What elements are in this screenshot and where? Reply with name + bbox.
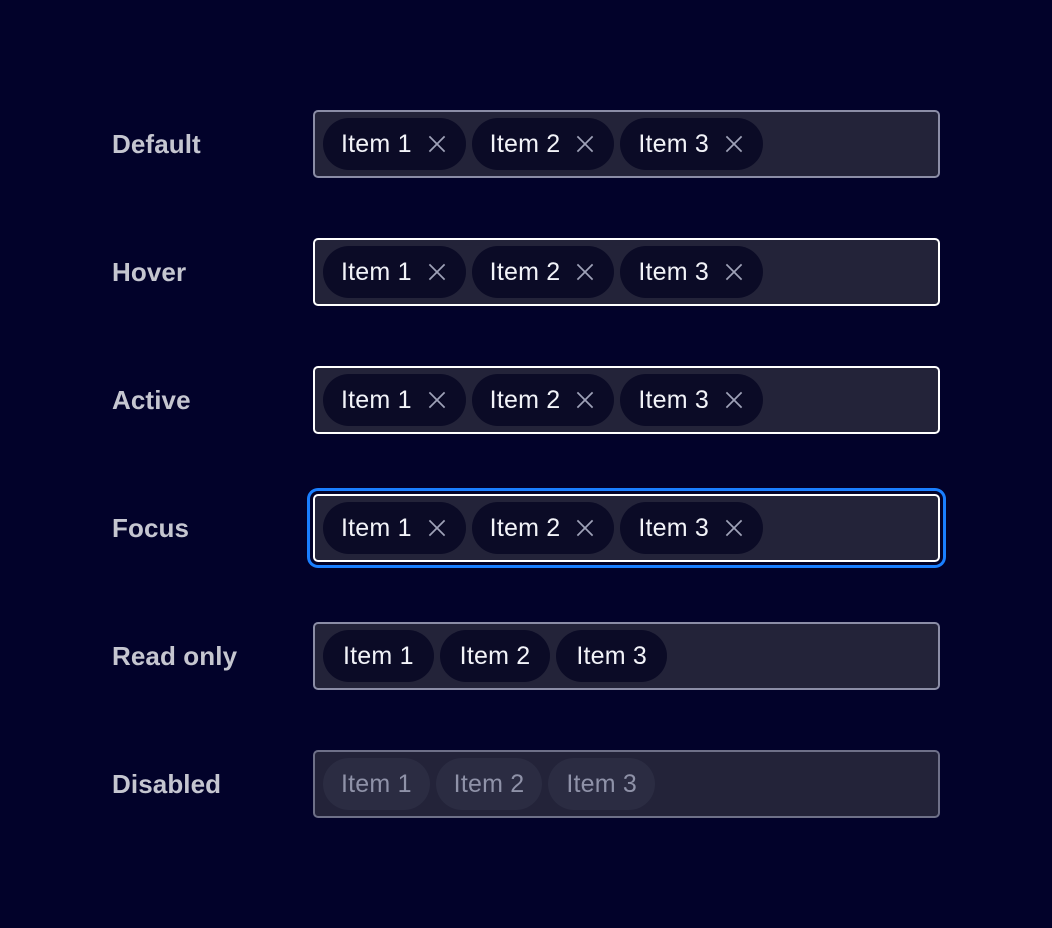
chip: Item 1 [323, 758, 430, 810]
chip-field-disabled: Item 1 Item 2 Item 3 [313, 750, 940, 818]
chip-label: Item 2 [453, 769, 525, 798]
state-row-hover: Hover Item 1 Item 2 Item 3 [112, 232, 940, 312]
chip[interactable]: Item 3 [620, 246, 764, 298]
chip-field-hover[interactable]: Item 1 Item 2 Item 3 [313, 238, 940, 306]
state-row-default: Default Item 1 Item 2 Item 3 [112, 104, 940, 184]
chip-label: Item 1 [341, 129, 412, 158]
state-label-default: Default [112, 128, 201, 159]
chip[interactable]: Item 2 [471, 246, 615, 298]
close-icon[interactable] [426, 517, 448, 539]
chip-label: Item 2 [489, 129, 561, 158]
chip-label: Item 3 [638, 257, 710, 286]
chip-label: Item 3 [638, 513, 710, 542]
chip-label: Item 3 [576, 641, 648, 670]
chip-field-focus[interactable]: Item 1 Item 2 Item 3 [313, 494, 940, 562]
chip-label: Item 1 [341, 257, 412, 286]
chip-label: Item 2 [489, 385, 561, 414]
state-row-disabled: Disabled Item 1 Item 2 Item 3 [112, 744, 940, 824]
chip-label: Item 3 [638, 385, 710, 414]
chip-field-readonly[interactable]: Item 1 Item 2 Item 3 [313, 622, 940, 690]
state-row-active: Active Item 1 Item 2 Item 3 [112, 360, 940, 440]
chip-label: Item 1 [343, 641, 414, 670]
chip[interactable]: Item 2 [471, 118, 615, 170]
chip[interactable]: Item 2 [471, 502, 615, 554]
chip[interactable]: Item 1 [323, 630, 434, 682]
chip[interactable]: Item 3 [620, 374, 764, 426]
chip: Item 2 [435, 758, 543, 810]
chip[interactable]: Item 1 [323, 374, 466, 426]
state-label-disabled: Disabled [112, 768, 222, 799]
close-icon[interactable] [723, 517, 745, 539]
chip-label: Item 2 [459, 641, 531, 670]
close-icon[interactable] [574, 133, 596, 155]
close-icon[interactable] [723, 133, 745, 155]
chip-label: Item 1 [341, 513, 412, 542]
chip-label: Item 1 [341, 385, 412, 414]
state-label-readonly: Read only [112, 640, 238, 671]
close-icon[interactable] [723, 261, 745, 283]
chip[interactable]: Item 2 [471, 374, 615, 426]
chip-label: Item 2 [489, 513, 561, 542]
chip-label: Item 1 [341, 769, 412, 798]
chip-field-active[interactable]: Item 1 Item 2 Item 3 [313, 366, 940, 434]
close-icon[interactable] [723, 389, 745, 411]
chip-field-default[interactable]: Item 1 Item 2 Item 3 [313, 110, 940, 178]
chip[interactable]: Item 1 [323, 118, 466, 170]
chip: Item 3 [548, 758, 656, 810]
close-icon[interactable] [574, 517, 596, 539]
state-row-readonly: Read only Item 1 Item 2 Item 3 [112, 616, 940, 696]
close-icon[interactable] [426, 389, 448, 411]
chip[interactable]: Item 2 [439, 630, 551, 682]
state-row-focus: Focus Item 1 Item 2 Item 3 [112, 488, 940, 568]
state-label-active: Active [112, 384, 191, 415]
chip[interactable]: Item 1 [323, 246, 466, 298]
close-icon[interactable] [574, 261, 596, 283]
chip-label: Item 3 [638, 129, 710, 158]
state-label-focus: Focus [112, 512, 190, 543]
close-icon[interactable] [426, 133, 448, 155]
chip-label: Item 2 [489, 257, 561, 286]
close-icon[interactable] [574, 389, 596, 411]
chip[interactable]: Item 3 [556, 630, 668, 682]
chip[interactable]: Item 3 [620, 502, 764, 554]
chip[interactable]: Item 1 [323, 502, 466, 554]
state-label-hover: Hover [112, 256, 187, 287]
chip-label: Item 3 [566, 769, 638, 798]
chip[interactable]: Item 3 [620, 118, 764, 170]
close-icon[interactable] [426, 261, 448, 283]
